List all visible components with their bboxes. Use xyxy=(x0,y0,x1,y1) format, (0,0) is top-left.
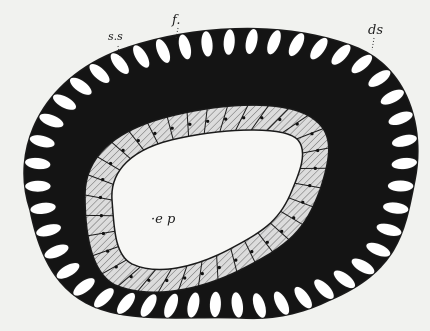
cell-nucleus xyxy=(147,279,150,282)
cell-nucleus xyxy=(102,232,105,235)
cell-nucleus xyxy=(137,139,140,142)
cell-nucleus xyxy=(308,184,311,187)
cell-nucleus xyxy=(101,178,104,181)
cell-nucleus xyxy=(188,123,191,126)
cell-nucleus xyxy=(122,149,125,152)
cell-nucleus xyxy=(266,241,269,244)
cell-nucleus xyxy=(234,259,237,262)
cell-nucleus xyxy=(242,116,245,119)
leader-line-ds xyxy=(372,38,374,50)
cell-nucleus xyxy=(109,162,112,165)
cell-nucleus xyxy=(130,275,133,278)
cell-nucleus xyxy=(183,276,186,279)
cell-nucleus xyxy=(100,214,103,217)
cell-nucleus xyxy=(250,250,253,253)
cell-nucleus xyxy=(106,250,109,253)
cell-nucleus xyxy=(310,132,313,135)
cell-nucleus xyxy=(301,201,304,204)
ectoderm-cell xyxy=(25,180,51,192)
cell-nucleus xyxy=(99,196,102,199)
cell-nucleus xyxy=(260,116,263,119)
label-ds: ds xyxy=(368,24,383,37)
label-ep: ·e p xyxy=(151,213,175,226)
label-f: f. xyxy=(172,14,180,27)
cell-nucleus xyxy=(165,279,168,282)
cell-nucleus xyxy=(314,167,317,170)
cell-nucleus xyxy=(316,149,319,152)
cell-nucleus xyxy=(115,265,118,268)
cell-nucleus xyxy=(201,272,204,275)
cell-nucleus xyxy=(153,132,156,135)
cell-nucleus xyxy=(292,216,295,219)
cell-nucleus xyxy=(218,266,221,269)
cell-nucleus xyxy=(278,118,281,121)
cell-nucleus xyxy=(171,127,174,130)
cell-nucleus xyxy=(296,122,299,125)
cell-nucleus xyxy=(206,120,209,123)
cell-nucleus xyxy=(224,118,227,121)
cell-nucleus xyxy=(280,230,283,233)
label-ss: s.s xyxy=(108,31,123,42)
ectoderm-cell xyxy=(387,180,413,192)
